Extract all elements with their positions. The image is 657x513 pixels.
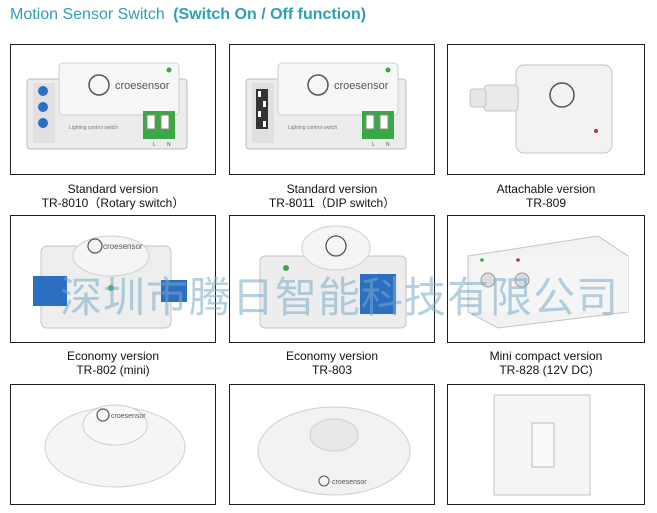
product-model: TR-809 [525, 196, 566, 210]
product-name: Economy version [66, 349, 160, 363]
product-name: Standard version [286, 182, 378, 196]
brand-logo-icon [549, 82, 575, 108]
product-card-tr802[interactable]: croesensor [10, 215, 216, 343]
device-tr828-image [467, 235, 629, 329]
page-title: Motion Sensor Switch (Switch On / Off fu… [10, 6, 366, 24]
device-tr809-image [469, 64, 613, 154]
brand-logo-icon [87, 238, 103, 254]
product-name: Attachable version [496, 182, 596, 196]
brand-label: croesensor [334, 80, 389, 92]
product-card-wall-switch[interactable] [447, 384, 645, 505]
brand-label: croesensor [115, 80, 170, 92]
terminal-n-label: N [167, 142, 171, 148]
brand-label: croesensor [332, 479, 367, 486]
product-card-tr803[interactable] [229, 215, 435, 343]
product-card-tr828[interactable] [447, 215, 645, 343]
device-wall-switch-image [493, 394, 591, 496]
product-model: TR-8010（Rotary switch） [41, 196, 185, 210]
product-name: Mini compact version [489, 349, 603, 363]
product-card-tr809[interactable] [447, 44, 645, 175]
product-caption: Standard version TR-8011（DIP switch） [229, 182, 435, 210]
terminal-n-label: N [386, 142, 390, 148]
product-model: TR-8011（DIP switch） [268, 196, 396, 210]
title-function: (Switch On / Off function) [173, 6, 367, 23]
device-spec-text: Lighting control switch [288, 125, 337, 131]
device-tr8010-image: croesensor Lighting control switch L N [26, 62, 188, 150]
title-main: Motion Sensor Switch [10, 6, 165, 23]
device-ceiling-sensor-image: croesensor [44, 404, 186, 488]
brand-logo-icon [88, 74, 110, 96]
product-name: Economy version [285, 349, 379, 363]
product-card-tr8010[interactable]: croesensor Lighting control switch L N [10, 44, 216, 175]
device-tr802-image: croesensor [33, 235, 187, 329]
product-caption: Mini compact version TR-828 (12V DC) [447, 349, 645, 377]
product-caption: Standard version TR-8010（Rotary switch） [10, 182, 216, 210]
dip-switch-icon [256, 89, 268, 129]
product-caption: Economy version TR-803 [229, 349, 435, 377]
brand-logo-icon [318, 475, 330, 487]
device-tr8011-image: croesensor Lighting control switch L N [245, 62, 407, 150]
product-caption: Attachable version TR-809 [447, 182, 645, 210]
product-card-ceiling-1[interactable]: croesensor [10, 384, 216, 505]
brand-logo-icon [96, 408, 110, 422]
brand-logo-icon [307, 74, 329, 96]
product-model: TR-803 [311, 363, 352, 377]
device-tr803-image [259, 225, 407, 329]
rotary-knob-icons [38, 86, 48, 128]
brand-logo-icon [325, 235, 347, 257]
product-model: TR-828 (12V DC) [499, 363, 593, 377]
device-ceiling-sensor-image: croesensor [257, 406, 411, 496]
brand-label: croesensor [103, 242, 143, 251]
terminal-l-label: L [153, 142, 156, 148]
terminal-l-label: L [372, 142, 375, 148]
product-card-tr8011[interactable]: croesensor Lighting control switch L N [229, 44, 435, 175]
brand-label: croesensor [111, 413, 146, 420]
product-caption: Economy version TR-802 (mini) [10, 349, 216, 377]
product-card-ceiling-2[interactable]: croesensor [229, 384, 435, 505]
product-model: TR-802 (mini) [76, 363, 150, 377]
product-name: Standard version [67, 182, 159, 196]
device-spec-text: Lighting control switch [69, 125, 118, 131]
